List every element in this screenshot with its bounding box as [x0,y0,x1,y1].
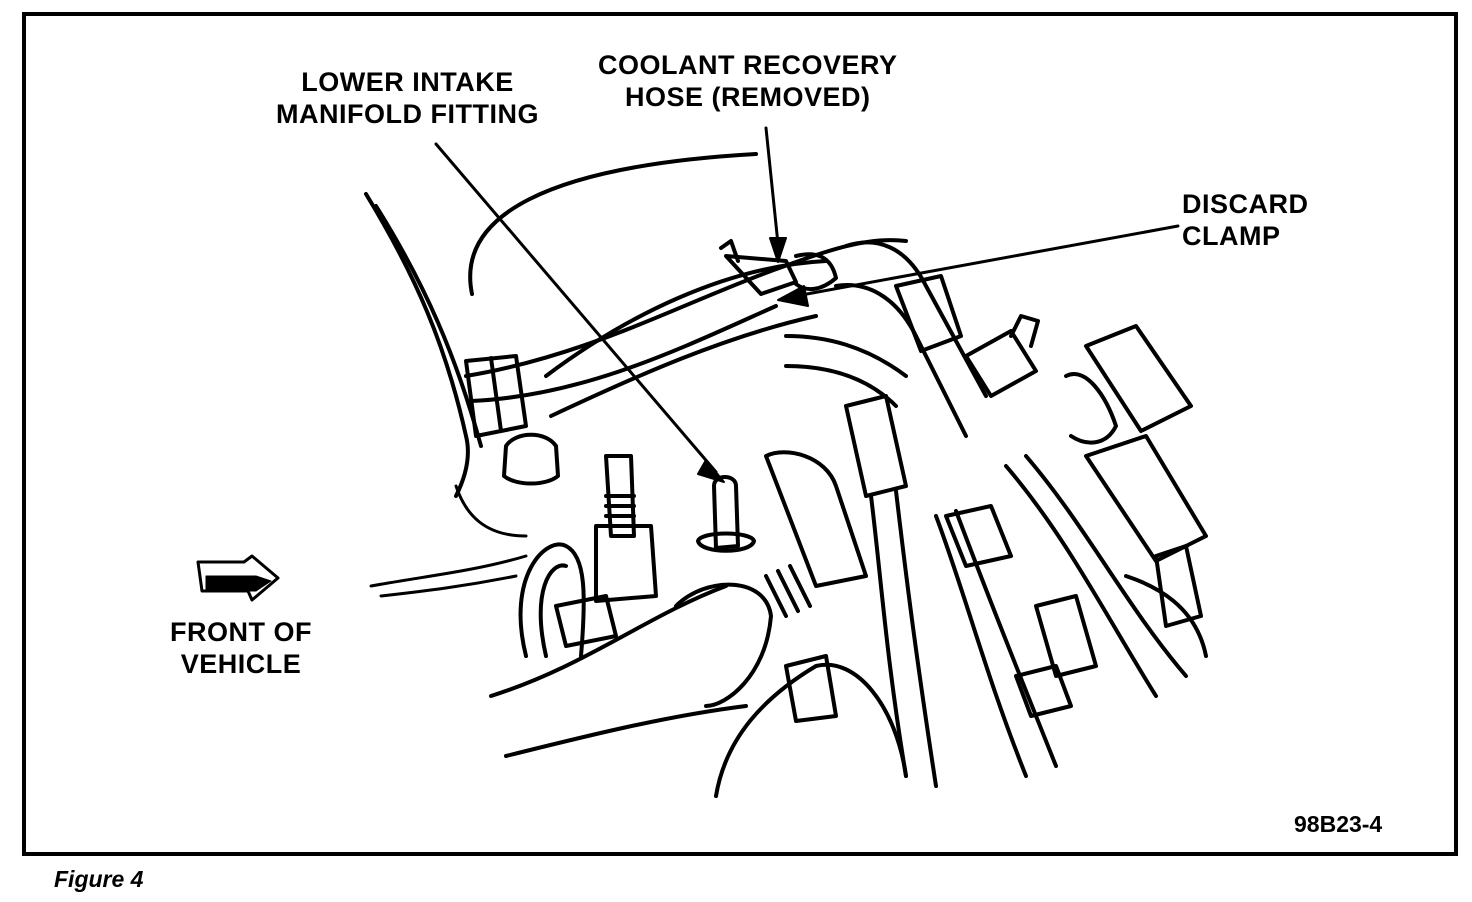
label-lower-intake-fitting: LOWER INTAKE MANIFOLD FITTING [276,66,539,130]
arrowhead-coolant-hose [769,237,787,263]
arrowhead-intake-fitting [697,459,725,483]
wire-a [869,494,908,778]
lower-hose-ribs [764,564,812,618]
label-front-line1: FRONT OF [170,617,312,647]
label-front-line2: VEHICLE [180,649,302,679]
figure-caption: Figure 4 [54,866,144,892]
label-lower-intake-line1: LOWER INTAKE [301,67,514,97]
u-tube [518,542,586,658]
coil-right-2 [1124,574,1208,658]
wire-c [934,514,1028,778]
label-coolant-line1: COOLANT RECOVERY [598,50,898,80]
label-coolant-recovery-hose: COOLANT RECOVERY HOSE (REMOVED) [598,49,898,113]
connector-bracket [554,594,618,648]
connector-lower-1 [944,504,1013,568]
left-harness-wrap-line [489,356,503,433]
lower-body-left [714,662,908,798]
wire-e [1004,464,1158,698]
label-coolant-line2: HOSE (REMOVED) [624,82,871,112]
tube-3 [784,334,908,378]
connector-lower-4 [1014,664,1073,718]
leader-line-discard-clamp [794,224,1180,298]
leader-line-coolant-hose [764,126,780,246]
lower-body-bracket [784,654,838,723]
tube-1 [844,240,988,398]
left-harness-outer [364,192,470,498]
label-discard-clamp: DISCARD CLAMP [1182,188,1309,252]
label-discard-line2: CLAMP [1182,221,1281,251]
wire-f [1024,454,1188,678]
wire-d [954,509,1058,768]
manifold-fitting-base [696,531,756,553]
arrowhead-discard-clamp [777,285,809,307]
engine-bracket [764,450,868,588]
tube-2 [834,283,968,438]
connector-mid-tab [1009,314,1040,348]
background-line-2 [379,574,518,598]
upper-hose-upper-edge [469,304,778,403]
tube-3b [784,364,898,408]
connector-right-base [1064,372,1118,445]
hose-body-inner [549,314,818,418]
sensor-thread [604,494,636,518]
hose-clamp-tab [719,239,740,263]
sensor-body [594,524,658,603]
diagram-frame: LOWER INTAKE MANIFOLD FITTING COOLANT RE… [22,12,1458,856]
label-lower-intake-line2: MANIFOLD FITTING [276,99,539,129]
injector-body [844,394,908,498]
connector-right [1084,324,1193,433]
manifold-fitting [712,475,740,550]
label-discard-line1: DISCARD [1182,189,1309,219]
lower-hose-top [489,584,728,698]
bolt-head [502,432,560,486]
leader-line-intake-fitting [434,142,718,474]
label-front-of-vehicle: FRONT OF VEHICLE [170,616,312,680]
front-arrow-shade [205,575,272,592]
wire-b [894,489,938,788]
hose-fitting [794,252,838,292]
background-line-1 [369,554,528,588]
upper-hose-outline [468,152,758,296]
coil-right [1084,434,1208,563]
left-harness-wrap [464,354,528,438]
background-line-3 [454,484,528,538]
engine-illustration [196,126,1208,798]
lower-hose-end [674,582,773,708]
figure-code: 98B23-4 [1294,811,1383,837]
u-tube-inner [538,563,568,658]
connector-top [894,274,963,353]
connector-lower-3 [1034,594,1098,678]
lower-hose-bottom [504,704,748,758]
connector-mid [964,329,1038,398]
sensor-stem [604,454,636,538]
